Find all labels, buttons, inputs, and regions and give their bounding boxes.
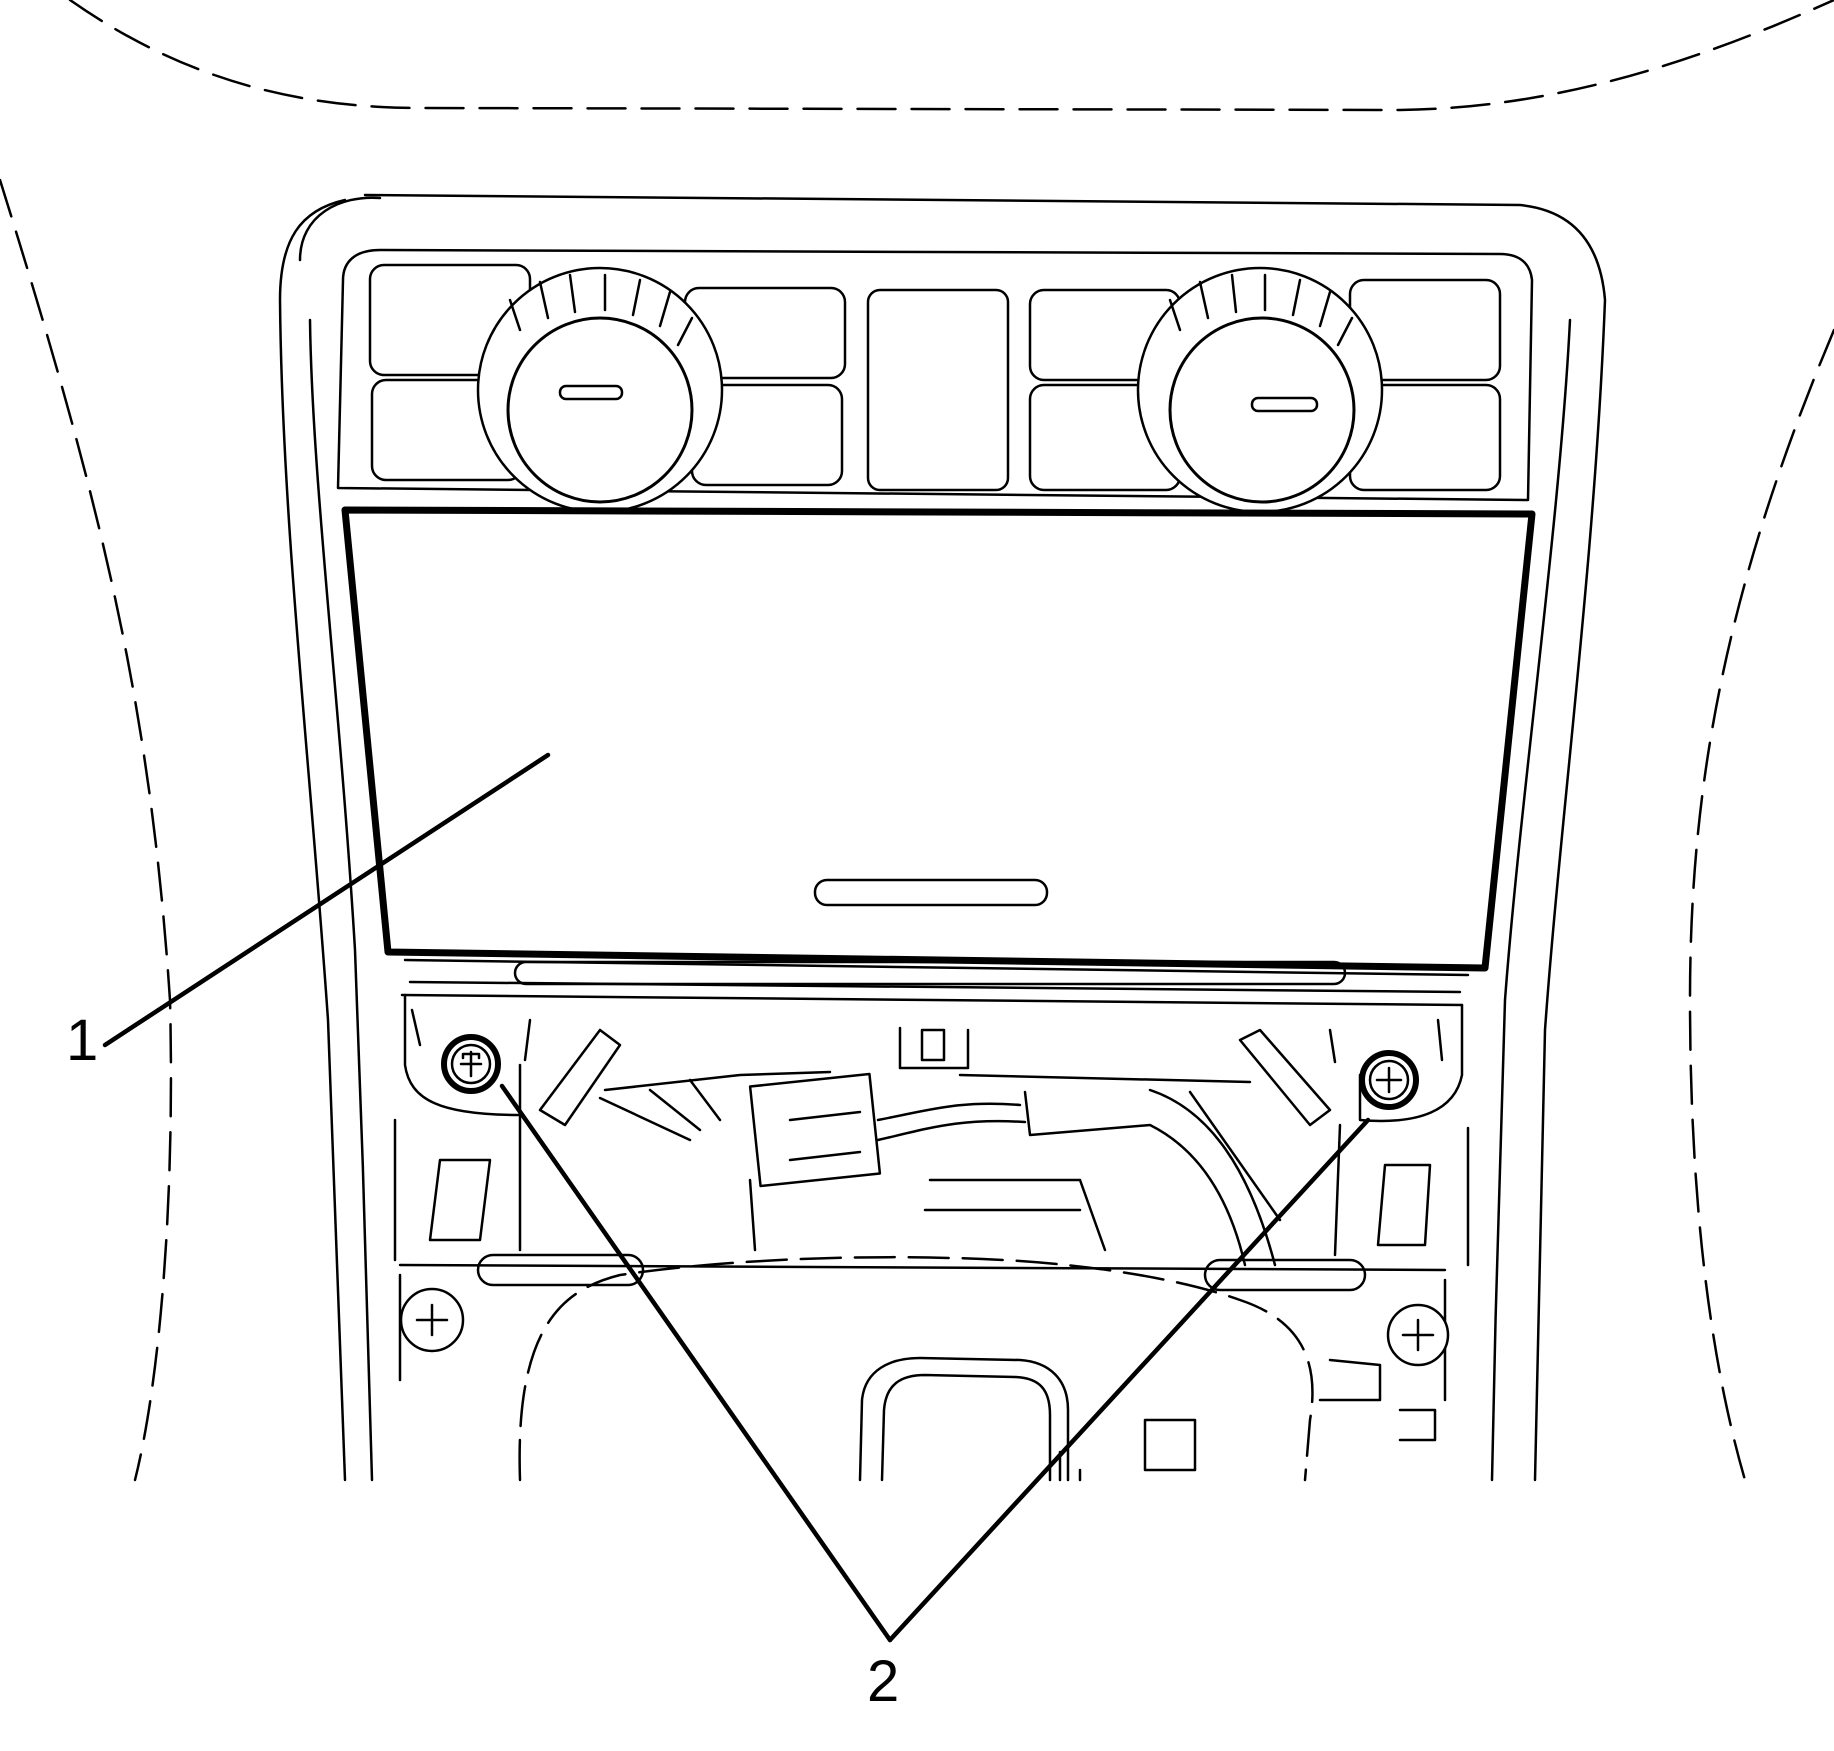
center-button <box>866 288 1010 492</box>
callout-label-2: 2 <box>867 1649 900 1714</box>
mounting-bracket <box>393 993 1470 1267</box>
lower-console <box>398 1253 1447 1482</box>
callout-label-1: 1 <box>66 1008 99 1073</box>
leader-line-2-left <box>499 1083 893 1643</box>
screw-upper-right <box>1359 1050 1419 1110</box>
dashboard-outline <box>0 0 1834 1482</box>
screw-lower-right <box>1386 1303 1450 1367</box>
leader-lines <box>102 752 1371 1643</box>
trim-strip <box>400 958 1470 1007</box>
screw-upper-left <box>441 1034 501 1094</box>
leader-line-1 <box>102 752 551 1048</box>
console-bezel <box>278 193 1607 1482</box>
radio-slot <box>813 878 1049 907</box>
left-knob <box>476 266 724 514</box>
right-knob <box>1136 266 1384 514</box>
screw-lower-left <box>399 1287 465 1353</box>
radio-unit <box>341 506 1536 972</box>
leader-line-2-right <box>887 1117 1371 1643</box>
wire-connector <box>748 1072 882 1188</box>
